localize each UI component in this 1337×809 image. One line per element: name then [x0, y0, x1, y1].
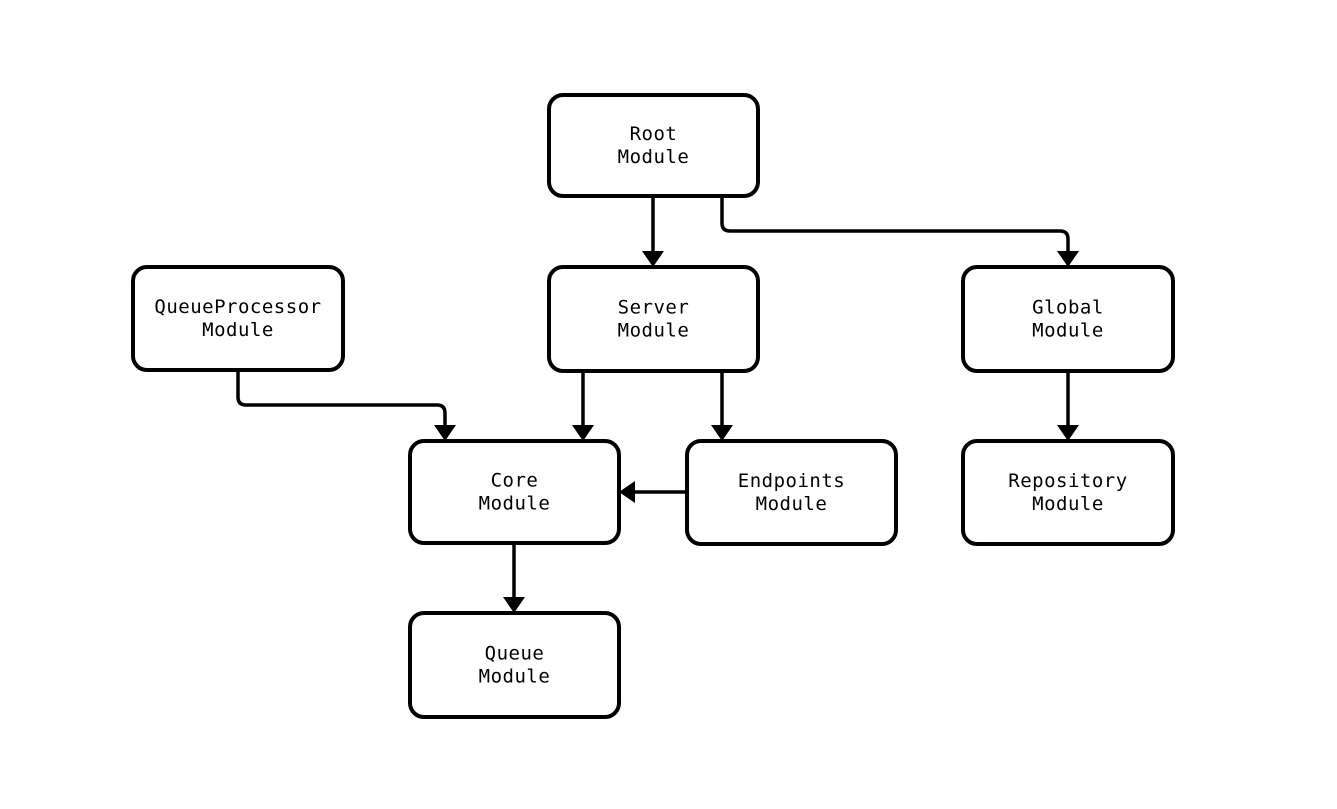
global-module-node-label-line1: Global — [1032, 297, 1104, 319]
edge-core-to-queue-arrowhead-icon — [503, 597, 525, 613]
edge-root-to-server — [642, 196, 664, 267]
endpoints-module-node-box[interactable] — [685, 439, 898, 546]
edge-root-to-global-line — [720, 196, 1070, 252]
core-module-node-label-line1: Core — [491, 470, 539, 492]
edge-queueprocessor-to-core-line — [236, 370, 447, 426]
repository-module-node-box[interactable] — [961, 439, 1175, 546]
queueprocessor-module-node-label-line2: Module — [202, 319, 274, 341]
server-module-node-label-line1: Server — [618, 297, 690, 319]
root-module-node-box[interactable] — [547, 93, 760, 198]
edge-queueprocessor-to-core — [236, 370, 456, 441]
edge-server-to-endpoints — [711, 371, 733, 441]
global-module-node-label-line2: Module — [1032, 320, 1104, 342]
edge-server-to-core-arrowhead-icon — [572, 425, 594, 441]
edge-core-to-queue — [503, 543, 525, 613]
edge-endpoints-to-core-arrowhead-icon — [619, 481, 635, 503]
edges-layer — [236, 196, 1079, 613]
queueprocessor-module-node-box[interactable] — [131, 265, 345, 372]
core-module-node-label-line2: Module — [479, 493, 551, 515]
server-module-node-label-line2: Module — [618, 320, 690, 342]
nodes-layer: RootModuleQueueProcessorModuleServerModu… — [131, 93, 1175, 719]
root-module-node-label-line2: Module — [618, 146, 690, 168]
endpoints-module-node-label-line2: Module — [756, 493, 828, 515]
server-module-node-box[interactable] — [547, 265, 760, 373]
repository-module-node-label-line1: Repository — [1008, 470, 1127, 492]
core-module-node-box[interactable] — [408, 439, 621, 545]
edge-server-to-core — [572, 371, 594, 441]
global-module-node-box[interactable] — [961, 265, 1175, 373]
edge-root-to-global — [720, 196, 1079, 267]
edge-endpoints-to-core — [619, 481, 687, 503]
root-module-node-label-line1: Root — [630, 123, 678, 145]
repository-module-node-label-line2: Module — [1032, 493, 1104, 515]
edge-global-to-repository-arrowhead-icon — [1057, 425, 1079, 441]
queue-module-node-box[interactable] — [408, 611, 621, 719]
endpoints-module-node-label-line1: Endpoints — [738, 470, 845, 492]
edge-server-to-endpoints-arrowhead-icon — [711, 425, 733, 441]
edge-queueprocessor-to-core-arrowhead-icon — [434, 425, 456, 441]
queue-module-node-label-line2: Module — [479, 666, 551, 688]
edge-root-to-server-arrowhead-icon — [642, 251, 664, 267]
queue-module-node-label-line1: Queue — [485, 643, 545, 665]
edge-root-to-global-arrowhead-icon — [1057, 251, 1079, 267]
edge-global-to-repository — [1057, 371, 1079, 441]
queueprocessor-module-node-label-line1: QueueProcessor — [154, 296, 321, 318]
